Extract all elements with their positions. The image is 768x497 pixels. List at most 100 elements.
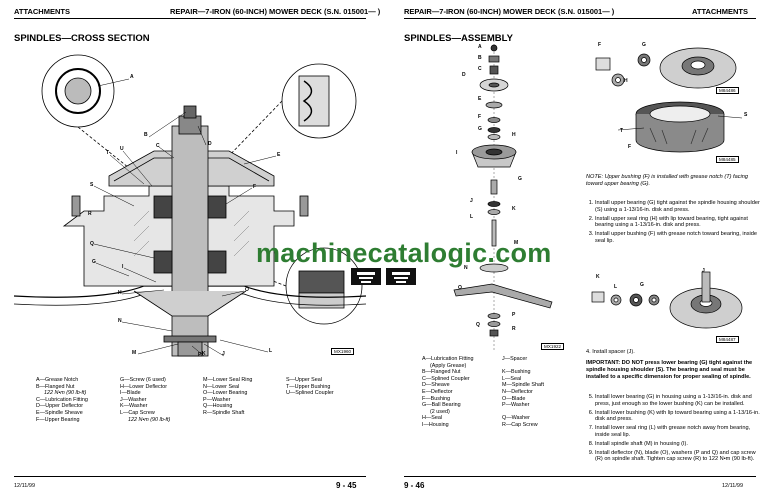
right-header-rule [404, 18, 756, 19]
right-legend-col2: J—Spacer K—Bushing L—Seal M—Spindle Shaf… [502, 356, 580, 429]
callout-c: C [156, 143, 160, 149]
legend-item: H—Seal [422, 415, 443, 422]
step-1: Install upper bearing (G) tight against … [595, 200, 763, 214]
right-footer-rule [404, 476, 756, 477]
callout-n: N [464, 265, 468, 271]
right-section-title: SPINDLES—ASSEMBLY [404, 33, 513, 44]
callout-s: S [90, 182, 94, 188]
step-8: Install spindle shaft (M) in housing (I)… [595, 441, 763, 448]
legend-item: R—Cap Screw [502, 421, 538, 428]
legend-item: E—Deflector [422, 388, 453, 395]
step-4: 4. Install spacer (J). [586, 349, 635, 355]
legend-item: F—Upper Bearing [36, 416, 80, 423]
assembly-figure-id: MX1922 [541, 343, 565, 350]
legend-item: T—Upper Bushing [286, 383, 331, 390]
logo-badge-left [351, 268, 381, 285]
callout-q: Q [476, 322, 480, 328]
callout-k: K [596, 274, 600, 280]
legend-item: G—Ball Bearing [422, 402, 461, 409]
callout-d: D [462, 72, 466, 78]
logo-badge-left-icon [357, 272, 375, 283]
housing-detail-figure: F H G [586, 38, 756, 96]
callout-s: S [744, 112, 748, 118]
legend-item: C—Lubrication Fitting [36, 396, 88, 403]
right-legend-col1: A—Lubrication Fitting (Apply Grease) B—F… [422, 356, 502, 429]
callout-e: E [277, 152, 281, 158]
left-header-title: REPAIR—7-IRON (60-INCH) MOWER DECK (S.N.… [170, 7, 381, 16]
step-4-text: Install spacer (J). [592, 349, 635, 355]
legend-item: N—Deflector [502, 388, 533, 395]
left-section-title: SPINDLES—CROSS SECTION [14, 33, 150, 44]
callout-j: J [702, 268, 705, 274]
legend-item: N—Lower Seal [203, 383, 240, 390]
legend-item: O—Blade [502, 395, 526, 402]
legend-item: J—Washer [120, 396, 147, 403]
legend-item: J—Spacer [502, 356, 528, 362]
left-legend-col4: S—Upper Seal T—Upper Bushing U—Splined C… [286, 377, 366, 397]
callout-n: N [118, 318, 122, 324]
lower-parts-figure-id: M84487 [716, 336, 739, 343]
step-7: Install lower seal ring (L) with grease … [595, 425, 763, 439]
callout-m: M [514, 240, 519, 246]
left-header-section: ATTACHMENTS [14, 7, 70, 16]
left-legend-col3: M—Lower Seal Ring N—Lower Seal O—Lower B… [203, 377, 283, 417]
callout-t: T [106, 150, 110, 156]
callout-f: F [478, 114, 482, 120]
callout-o: O [245, 287, 249, 293]
callout-h: H [512, 132, 516, 138]
callout-a: A [130, 74, 134, 80]
callout-g: G [640, 282, 644, 288]
legend-item-sub: 122 N•m (90 lb-ft) [44, 390, 87, 397]
legend-item-sub: (2 used) [430, 408, 450, 415]
callout-m: M [132, 350, 137, 356]
step-5: Install lower bearing (G) in housing usi… [595, 394, 763, 408]
callout-b: B [478, 55, 482, 61]
legend-spacer [502, 363, 580, 370]
legend-item: Q—Washer [502, 415, 530, 422]
legend-item: A—Grease Notch [36, 377, 79, 383]
exploded-assembly-figure: A B C D E F G H I G J K L M N O P Q R [452, 40, 562, 352]
legend-item: E—Spindle Sheave [36, 409, 83, 416]
assembly-steps-b: Install lower bearing (G) in housing usi… [586, 394, 763, 465]
logo-badge-right-icon [392, 272, 410, 283]
legend-item: A—Lubrication Fitting [422, 356, 474, 362]
callout-i: I [456, 150, 458, 156]
lower-parts-drawing [591, 271, 743, 329]
legend-item: H—Lower Deflector [120, 383, 168, 390]
lower-parts-figure: K L G J [586, 268, 756, 342]
callout-o: O [458, 285, 462, 291]
callout-k: K [202, 351, 206, 357]
step-3: Install upper bushing (F) with grease no… [595, 231, 763, 245]
callout-g: G [642, 42, 646, 48]
cross-section-drawing [14, 54, 366, 357]
watermark-text: machinecatalogic.com [256, 238, 552, 268]
legend-item: M—Lower Seal Ring [203, 377, 253, 383]
legend-item-sub: 122 N•m (90 lb-ft) [128, 416, 171, 423]
callout-d: D [208, 141, 212, 147]
left-footer-rule [14, 476, 366, 477]
legend-item: S—Upper Seal [286, 377, 322, 383]
callout-t: T [620, 128, 624, 134]
legend-item: D—Sheave [422, 382, 450, 389]
legend-item: I—Blade [120, 390, 141, 397]
exploded-assembly-drawing [453, 40, 553, 352]
callout-k: K [512, 206, 516, 212]
callout-f: F [598, 42, 602, 48]
callout-g: G [92, 259, 96, 265]
callout-b: B [144, 132, 148, 138]
housing-detail-drawing [595, 47, 737, 89]
legend-item: B—Flanged Nut [422, 369, 461, 376]
step-2: Install upper seal ring (H) with lip tow… [595, 216, 763, 230]
callout-q: Q [90, 241, 94, 247]
cross-section-figure: A B C D E F G H I J K L M N O P Q R S T … [14, 46, 366, 364]
legend-item-sub: (Apply Grease) [430, 362, 467, 369]
legend-item: L—Seal [502, 375, 522, 382]
bushing-detail-drawing [617, 101, 743, 153]
left-legend-col2: G—Screw (6 used) H—Lower Deflector I—Bla… [120, 377, 200, 423]
callout-h: H [624, 78, 628, 84]
callout-g: G [478, 126, 482, 132]
legend-item: O—Lower Bearing [203, 390, 248, 397]
step-9: Install deflector (N), blade (O), washer… [595, 450, 763, 464]
assembly-steps-a: Install upper bearing (G) tight against … [586, 200, 763, 247]
left-page-number: 9 - 45 [336, 481, 357, 490]
